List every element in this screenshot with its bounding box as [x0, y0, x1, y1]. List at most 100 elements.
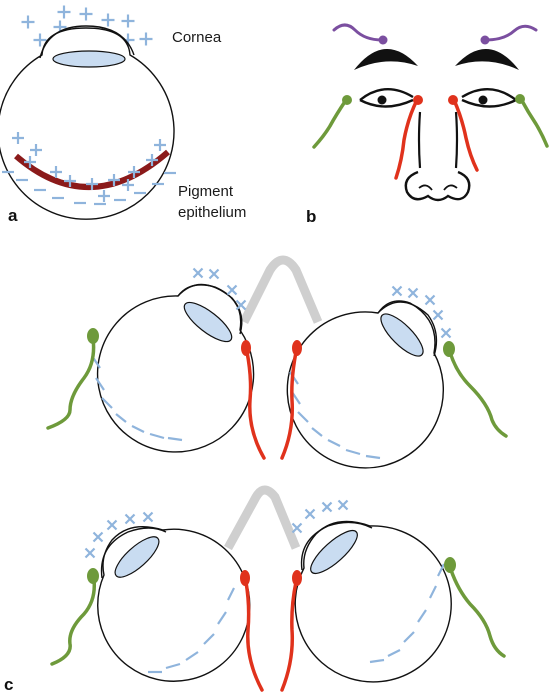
plus-charge — [98, 190, 110, 202]
panel-label-b: b — [306, 207, 316, 226]
medial-electrode-wire-right-b — [452, 98, 479, 172]
medial-electrode-right-c-top — [292, 340, 302, 356]
plus-charge — [154, 139, 166, 151]
forehead-electrode-wire-left — [332, 23, 384, 42]
eyebrow-left — [354, 48, 418, 70]
xs-right-c-bottom — [291, 499, 349, 534]
lateral-electrode-wire-left-b — [312, 98, 348, 149]
eyebrow-right — [455, 48, 519, 70]
plus-charge — [50, 166, 62, 178]
positive-charge-x — [142, 511, 154, 523]
nostril-left — [418, 184, 433, 191]
positive-charge-x — [432, 309, 444, 321]
negative-charge-dash — [101, 397, 113, 409]
cornea-left-c-top — [177, 283, 243, 335]
negative-charge-dash — [203, 633, 215, 645]
positive-charge-x — [84, 547, 96, 559]
plus-charge — [24, 156, 36, 168]
eye-right-b — [461, 88, 517, 108]
cornea-label: Cornea — [172, 29, 222, 46]
pigment-label-line2: epithelium — [178, 204, 246, 221]
plus-charge — [122, 179, 134, 191]
medial-electrode-wire-left-c-top — [245, 350, 266, 460]
positive-charge-x — [440, 327, 452, 339]
medial-electrode-right-b — [448, 95, 458, 105]
lateral-electrode-wire-right-c-bottom — [449, 568, 506, 658]
positive-charge-x — [424, 294, 436, 306]
lateral-electrode-wire-right-b — [519, 97, 549, 148]
lens-left-c-top — [183, 301, 233, 343]
plus-charge — [21, 15, 35, 29]
negative-charge-dash — [297, 411, 309, 423]
negative-charge-dash — [429, 585, 437, 599]
lens-left-c-bottom — [114, 536, 160, 578]
plus-charge — [79, 7, 93, 21]
negative-charge-dash — [369, 658, 385, 664]
nostril-right — [443, 184, 458, 191]
positive-charge-x — [226, 284, 238, 296]
medial-electrode-wire-left-b — [394, 98, 419, 180]
cornea-right-c-top — [377, 301, 438, 357]
plus-charge — [86, 178, 98, 190]
negative-charge-dash — [149, 432, 165, 440]
negative-charge-dash — [327, 439, 341, 447]
lateral-electrode-left-c-top — [87, 328, 99, 344]
pigment-label-line1: Pigment — [178, 183, 234, 200]
lens-right-c-bottom — [310, 529, 358, 575]
lens-a — [52, 50, 126, 68]
positive-charge-x — [92, 531, 104, 543]
nose-bridge-right — [454, 111, 459, 169]
negative-charge-dash — [115, 413, 127, 423]
positive-charge-x — [235, 299, 247, 311]
negative-charge-dash — [365, 454, 381, 460]
medial-electrode-left-c-top — [241, 340, 251, 356]
retina-positive-charges — [12, 132, 166, 202]
positive-charge-x — [337, 499, 349, 511]
lateral-electrode-wire-left-c-bottom — [50, 578, 97, 666]
nose-tip — [404, 170, 471, 202]
negative-charge-dash — [165, 662, 181, 670]
cornea-positive-charges — [21, 5, 153, 47]
cornea-left-c-bottom — [100, 527, 167, 579]
medial-electrode-left-c-bottom — [240, 570, 250, 586]
xs-right-c-top — [391, 285, 452, 339]
lateral-electrode-wire-left-c-top — [46, 336, 96, 430]
dashes-right-c-bottom — [369, 563, 445, 664]
lateral-electrode-right-b — [515, 94, 525, 104]
forehead-electrode-left — [378, 35, 388, 45]
plus-charge — [146, 154, 158, 166]
nose-bridge-c-bottom — [224, 485, 301, 551]
negative-charge-dash — [227, 587, 235, 601]
plus-charge — [128, 166, 140, 178]
medial-electrode-wire-right-c-top — [280, 350, 298, 460]
eye-left-b — [359, 88, 414, 108]
xs-left-c-bottom — [84, 511, 154, 559]
negative-charge-dash — [437, 563, 445, 577]
dashes-right-c-top — [289, 371, 381, 460]
medial-electrode-wire-right-c-bottom — [280, 580, 298, 692]
panel-b: b — [306, 23, 549, 226]
positive-charge-x — [208, 268, 220, 280]
forehead-electrode-right — [480, 35, 490, 45]
positive-charge-x — [291, 522, 303, 534]
medial-electrode-right-c-bottom — [292, 570, 302, 586]
positive-charge-x — [192, 267, 204, 279]
panel-label-a: a — [8, 206, 18, 225]
positive-charge-x — [391, 285, 403, 297]
lens-right-c-top — [380, 313, 424, 357]
positive-charge-x — [407, 287, 419, 299]
positive-charge-x — [304, 508, 316, 520]
lateral-electrode-left-b — [342, 95, 352, 105]
negative-charge-dash — [185, 651, 199, 661]
negative-charge-dash — [387, 649, 401, 657]
pigment-negative-charges — [2, 170, 176, 206]
plus-charge — [139, 32, 153, 46]
negative-charge-dash — [131, 425, 145, 433]
eyeball-left-c-top — [96, 284, 255, 453]
xs-left-c-top — [192, 267, 247, 311]
lateral-electrode-wire-right-c-top — [448, 350, 508, 438]
lateral-electrode-right-c-top — [443, 341, 455, 357]
positive-charge-x — [106, 519, 118, 531]
negative-charge-dash — [417, 609, 427, 623]
